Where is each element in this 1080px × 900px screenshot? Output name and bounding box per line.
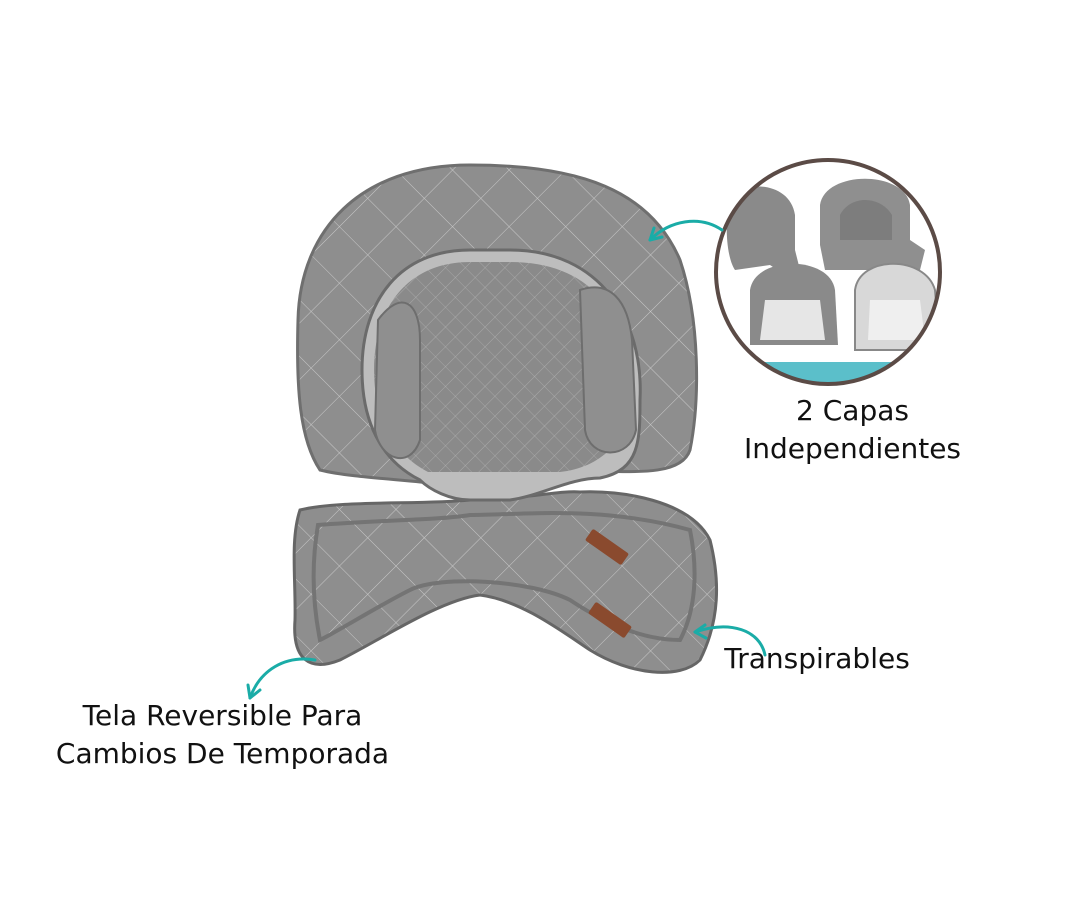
- reversible-label: Tela Reversible Para Cambios De Temporad…: [30, 697, 415, 773]
- curved-arrow-icon: [693, 623, 767, 657]
- layers-label: 2 Capas Independientes: [730, 392, 975, 468]
- reversible-label-line1: Tela Reversible Para: [82, 699, 363, 732]
- inset-layers-photo: [714, 158, 942, 386]
- breathable-label: Transpirables: [724, 642, 910, 675]
- brand-tag: [588, 602, 632, 638]
- curved-arrow-icon: [648, 219, 724, 242]
- brand-tag: [585, 529, 629, 565]
- curved-arrow-icon: [246, 657, 317, 700]
- layers-label-line1: 2 Capas: [796, 394, 909, 427]
- head-support-pillow: [292, 163, 719, 674]
- reversible-label-line2: Cambios De Temporada: [55, 737, 390, 770]
- layers-label-line2: Independientes: [743, 432, 962, 465]
